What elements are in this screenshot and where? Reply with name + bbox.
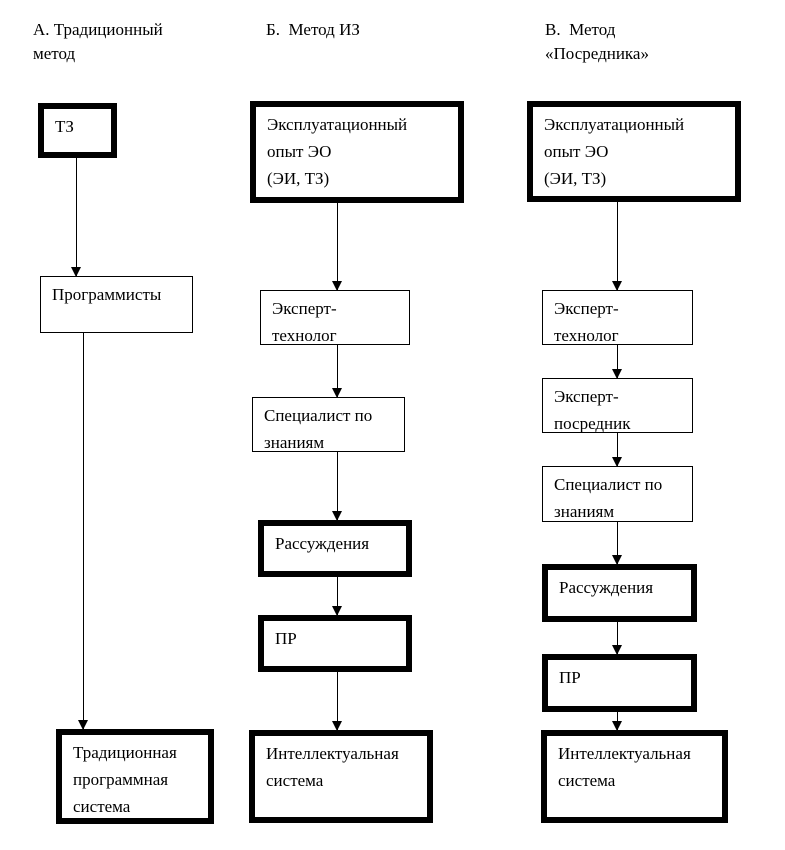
box-b-reasoning: Рассуждения — [258, 520, 412, 577]
box-a-programmers: Программисты — [40, 276, 193, 333]
arrow-c-specialist-to-reasoning — [612, 522, 622, 565]
arrow-a-tz-to-programmers — [71, 158, 81, 277]
box-b-operational-experience: Эксплуатационный опыт ЭО (ЭИ, ТЗ) — [250, 101, 464, 203]
box-c-operational-experience: Эксплуатационный опыт ЭО (ЭИ, ТЗ) — [527, 101, 741, 202]
arrow-c-mediator-to-specialist — [612, 433, 622, 467]
box-b-pr: ПР — [258, 615, 412, 672]
box-a-tz: ТЗ — [38, 103, 117, 158]
column-c-title: В. Метод «Посредника» — [545, 20, 649, 63]
box-c-intelligent-system: Интеллектуальная система — [541, 730, 728, 823]
arrow-b-specialist-to-reasoning — [332, 452, 342, 521]
box-c-expert-mediator: Эксперт- посредник — [542, 378, 693, 433]
arrow-c-reasoning-to-pr — [612, 622, 622, 655]
arrow-c-experience-to-technologist — [612, 202, 622, 291]
arrow-a-programmers-to-traditional-system — [78, 333, 88, 730]
box-c-knowledge-specialist: Специалист по знаниям — [542, 466, 693, 522]
arrow-b-technologist-to-specialist — [332, 345, 342, 398]
arrow-b-experience-to-technologist — [332, 203, 342, 291]
box-b-expert-technologist: Эксперт- технолог — [260, 290, 410, 345]
box-c-pr: ПР — [542, 654, 697, 712]
arrow-c-technologist-to-mediator — [612, 345, 622, 379]
arrow-c-pr-to-intelligent-system — [612, 712, 622, 731]
column-b-title: Б. Метод ИЗ — [266, 20, 360, 39]
box-c-reasoning: Рассуждения — [542, 564, 697, 622]
box-b-knowledge-specialist: Специалист по знаниям — [252, 397, 405, 452]
arrow-b-pr-to-intelligent-system — [332, 672, 342, 731]
box-b-intelligent-system: Интеллектуальная система — [249, 730, 433, 823]
box-a-traditional-system: Традиционная программная система — [56, 729, 214, 824]
column-a-title: А. Традиционный метод — [33, 20, 163, 63]
box-c-expert-technologist: Эксперт- технолог — [542, 290, 693, 345]
arrow-b-reasoning-to-pr — [332, 577, 342, 616]
